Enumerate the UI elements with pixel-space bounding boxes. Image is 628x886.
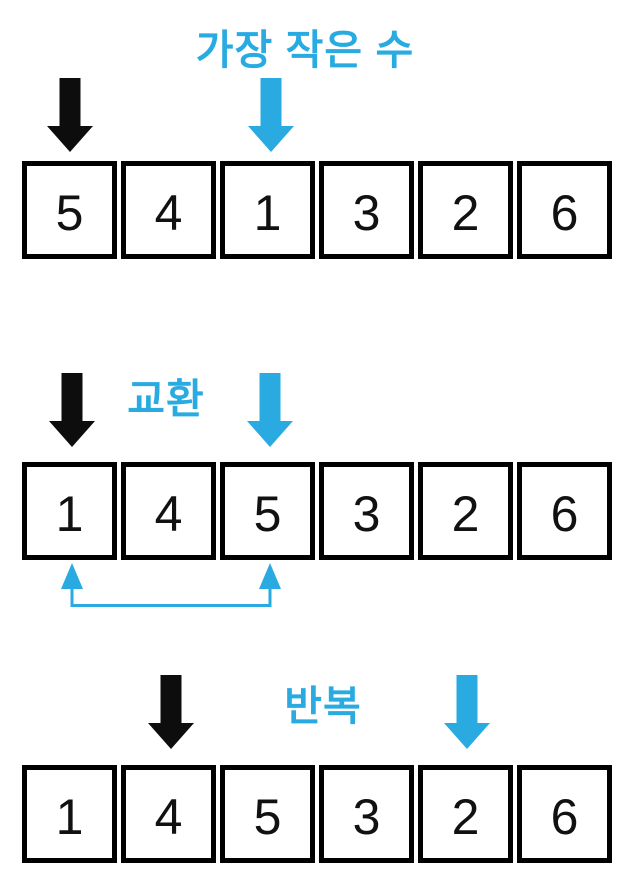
blue-pointer-arrow-icon — [248, 78, 294, 152]
array-cell: 6 — [517, 765, 612, 863]
array-cell: 4 — [121, 765, 216, 863]
array-cell: 4 — [121, 462, 216, 560]
black-pointer-arrow-icon — [47, 78, 93, 152]
array-cell: 5 — [220, 462, 315, 560]
array-cell: 3 — [319, 161, 414, 259]
array-cell: 3 — [319, 765, 414, 863]
label-swap: 교환 — [127, 376, 205, 422]
array-cell: 1 — [22, 462, 117, 560]
array-cell: 6 — [517, 462, 612, 560]
label-smallest-number: 가장 작은 수 — [195, 27, 415, 73]
array-cell: 5 — [220, 765, 315, 863]
array-row-step3: 1 4 5 3 2 6 — [22, 765, 612, 863]
array-cell: 1 — [22, 765, 117, 863]
array-cell: 2 — [418, 765, 513, 863]
array-cell: 1 — [220, 161, 315, 259]
array-cell: 6 — [517, 161, 612, 259]
array-cell: 5 — [22, 161, 117, 259]
label-repeat: 반복 — [284, 683, 362, 729]
blue-pointer-arrow-icon — [247, 373, 293, 447]
array-cell: 2 — [418, 161, 513, 259]
array-row-step2: 1 4 5 3 2 6 — [22, 462, 612, 560]
array-cell: 2 — [418, 462, 513, 560]
black-pointer-arrow-icon — [49, 373, 95, 447]
array-cell: 3 — [319, 462, 414, 560]
swap-bracket-icon — [61, 563, 281, 607]
array-cell: 4 — [121, 161, 216, 259]
array-row-step1: 5 4 1 3 2 6 — [22, 161, 612, 259]
blue-pointer-arrow-icon — [444, 675, 490, 749]
black-pointer-arrow-icon — [148, 675, 194, 749]
